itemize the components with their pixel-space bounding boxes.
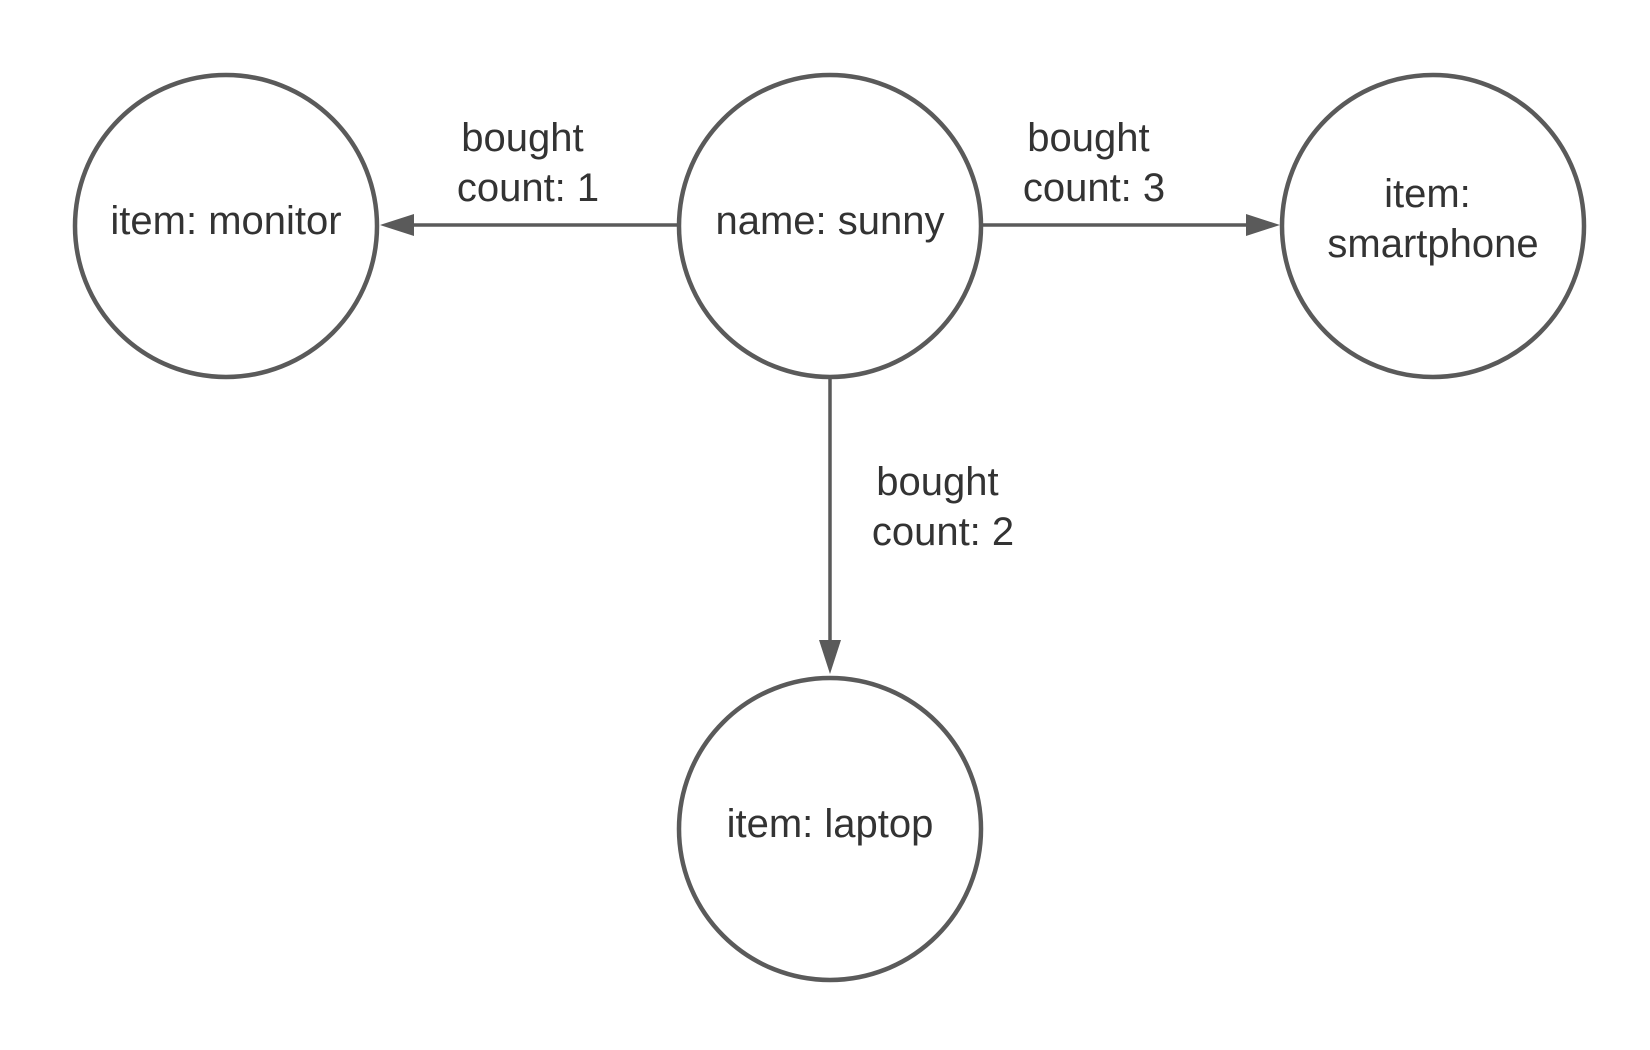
edge-sunny-to-monitor: bought count: 1 — [380, 116, 678, 236]
edge-label-line: bought — [1027, 116, 1149, 160]
node-circle-smartphone — [1279, 72, 1587, 380]
node-sunny: name: sunny — [676, 72, 984, 380]
edge-label-line: count: 2 — [872, 510, 1014, 554]
edge-label-line: count: 3 — [1023, 166, 1165, 210]
node-label-line: item: monitor — [110, 199, 341, 243]
edge-label-laptop: bought count: 2 — [872, 460, 1014, 554]
node-smartphone: item: smartphone — [1279, 72, 1587, 380]
node-label-line: item: — [1384, 172, 1471, 216]
node-label-sunny: name: sunny — [715, 199, 944, 243]
node-label-line: item: laptop — [727, 802, 934, 846]
node-label-monitor: item: monitor — [110, 199, 341, 243]
node-monitor: item: monitor — [72, 72, 380, 380]
node-label-line: name: sunny — [715, 199, 944, 243]
arrow-head-laptop — [819, 640, 841, 674]
node-laptop: item: laptop — [676, 675, 984, 983]
edge-label-monitor: bought count: 1 — [457, 116, 599, 210]
edge-sunny-to-smartphone: bought count: 3 — [982, 116, 1280, 236]
edge-sunny-to-laptop: bought count: 2 — [819, 377, 1014, 674]
edge-label-line: bought — [461, 116, 583, 160]
node-label-laptop: item: laptop — [727, 802, 934, 846]
node-label-line: smartphone — [1327, 222, 1538, 266]
arrow-head-smartphone — [1246, 214, 1280, 236]
node-circle-laptop — [676, 675, 984, 983]
edge-label-line: count: 1 — [457, 166, 599, 210]
edge-label-line: bought — [876, 460, 998, 504]
node-circle-monitor — [72, 72, 380, 380]
node-circle-sunny — [676, 72, 984, 380]
arrow-head-monitor — [380, 214, 414, 236]
node-label-smartphone: item: smartphone — [1327, 172, 1538, 266]
edge-label-smartphone: bought count: 3 — [1023, 116, 1165, 210]
